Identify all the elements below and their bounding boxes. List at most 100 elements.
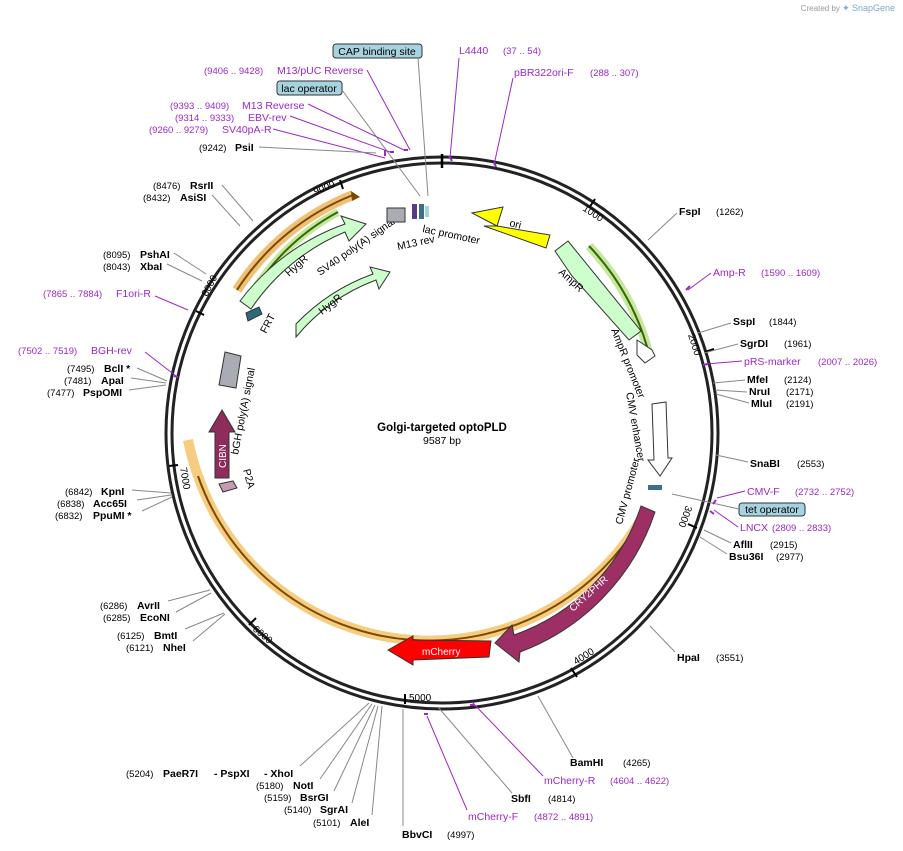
svg-text:(9406 .. 9428): (9406 .. 9428) [204, 66, 263, 77]
svg-text:(9314 .. 9333): (9314 .. 9333) [175, 113, 234, 124]
plasmid-size: 9587 bp [423, 435, 461, 447]
svg-text:(7502 .. 7519): (7502 .. 7519) [18, 346, 77, 357]
svg-text:(1262): (1262) [716, 207, 743, 218]
svg-text:HpaI: HpaI [677, 652, 700, 664]
cmv-enhancer-label: CMV enhancer [623, 391, 647, 463]
svg-text:EcoNI: EcoNI [140, 612, 170, 624]
svg-text:(2732 .. 2752): (2732 .. 2752) [795, 487, 854, 498]
primer-mcherry-f: mCherry-F (4872 .. 4891) [426, 715, 593, 823]
svg-text:(7495): (7495) [67, 364, 94, 375]
cmv-promoter-mark [648, 485, 662, 490]
svg-text:pRS-marker: pRS-marker [744, 356, 801, 368]
tick-5000: 5000 [404, 693, 432, 704]
primer-pbr322ori-f: pBR322ori-F (288 .. 307) [493, 67, 639, 166]
enzyme-bamhi: BamHI(4265) [537, 695, 650, 769]
svg-text:tet operator: tet operator [745, 504, 799, 516]
svg-text:AflII: AflII [733, 539, 753, 551]
svg-text:(5159): (5159) [264, 793, 291, 804]
svg-text:PsiI: PsiI [235, 142, 254, 154]
primer-marks [173, 149, 717, 715]
mcherry-arrow [387, 635, 492, 666]
svg-text:(2977): (2977) [776, 552, 803, 563]
svg-text:(9242): (9242) [199, 143, 226, 154]
svg-text:(6285): (6285) [103, 613, 130, 624]
lac-operator-box: lac operator [276, 80, 421, 197]
primer-bgh-rev: (7502 .. 7519) BGH-rev [18, 345, 177, 377]
enzyme-snabi: SnaBI(2553) [715, 454, 824, 470]
svg-text:(8432): (8432) [143, 193, 170, 204]
enzyme-acc65i: (6838) Acc65I [57, 494, 172, 510]
svg-text:(6838): (6838) [57, 499, 84, 510]
primer-cmv-f: CMV-F (2732 .. 2752) [716, 486, 854, 499]
svg-text:(2124): (2124) [784, 375, 811, 386]
enzyme-fspi: FspI(1262) [647, 206, 743, 241]
svg-text:PaeR7I: PaeR7I [163, 768, 198, 780]
credit-prefix: Created by [800, 4, 840, 13]
enzyme-asisi: (8432) AsiSI [143, 192, 241, 227]
enzyme-nrui: NruI(2171) [714, 386, 813, 398]
enzyme-apai: (7481)ApaI [64, 375, 167, 387]
svg-text:SgrAI: SgrAI [320, 804, 348, 816]
sv40-box [386, 207, 406, 223]
svg-text:(2915): (2915) [770, 540, 797, 551]
svg-text:SV40pA-R: SV40pA-R [222, 124, 272, 136]
svg-text:KpnI: KpnI [101, 486, 124, 498]
enzyme-bbvci: BbvCI(4997) [402, 709, 474, 841]
svg-text:AsiSI: AsiSI [180, 192, 206, 204]
svg-text:AleI: AleI [350, 817, 369, 829]
enzyme-bmti: (6125)BmtI [117, 612, 225, 642]
svg-text:- PspXI: - PspXI [214, 768, 250, 780]
enzyme-sgrai: (5140)SgrAI [284, 705, 379, 816]
svg-text:(4265): (4265) [623, 758, 650, 769]
svg-text:(6842): (6842) [65, 487, 92, 498]
enzyme-mfei: MfeI (2124) [712, 374, 811, 386]
svg-text:(8095): (8095) [103, 250, 130, 261]
svg-text:7000: 7000 [177, 467, 192, 491]
primer-prs-marker: pRS-marker (2007 .. 2026) [705, 356, 877, 368]
enzyme-rsrii: (8476)RsrII [153, 180, 254, 222]
enzyme-ppumi: (6832)PpuMI * [55, 496, 173, 522]
svg-text:(9393 .. 9409): (9393 .. 9409) [170, 101, 229, 112]
primer-amp-r: Amp-R (1590 .. 1609) [687, 267, 820, 291]
svg-text:L4440: L4440 [459, 45, 488, 57]
svg-text:mCherry-F: mCherry-F [468, 811, 518, 823]
svg-text:(6286): (6286) [100, 601, 127, 612]
enzyme-pspxi: - PspXI [214, 768, 250, 780]
svg-text:(8476): (8476) [153, 181, 180, 192]
svg-text:PpuMI *: PpuMI * [93, 510, 132, 522]
svg-text:MluI: MluI [751, 398, 772, 410]
svg-text:LNCX: LNCX [740, 522, 768, 534]
svg-text:BGH-rev: BGH-rev [91, 345, 133, 357]
bgh-polya-box [218, 351, 242, 389]
svg-text:(7481): (7481) [64, 376, 91, 387]
svg-text:Bsu36I: Bsu36I [729, 551, 764, 563]
svg-text:MfeI: MfeI [747, 374, 768, 386]
mcherry-label: mCherry [422, 647, 460, 658]
svg-text:Acc65I: Acc65I [93, 498, 127, 510]
svg-text:XbaI: XbaI [140, 261, 162, 273]
cap-binding-site-box: CAP binding site [332, 43, 429, 197]
svg-text:(6121): (6121) [126, 643, 153, 654]
enzyme-paer7i: (5204)PaeR7I [126, 702, 370, 780]
svg-text:(7865 .. 7884): (7865 .. 7884) [43, 289, 102, 300]
cmv-enhancer-arrow [647, 401, 673, 477]
svg-text:NotI: NotI [293, 780, 313, 792]
svg-text:(2171): (2171) [786, 387, 813, 398]
tet-operator-box: tet operator [671, 493, 806, 517]
svg-text:Amp-R: Amp-R [713, 267, 746, 279]
snapgene-credit: Created by ✦ SnapGene [801, 3, 895, 14]
enzyme-alei: (5101)AleI [313, 705, 383, 829]
svg-text:BmtI: BmtI [154, 630, 177, 642]
lac-promoter-mark [419, 204, 424, 219]
svg-text:5000: 5000 [409, 693, 432, 704]
primer-m13-reverse: (9393 .. 9409) M13 Reverse [170, 100, 405, 151]
svg-text:SspI: SspI [733, 316, 755, 328]
enzyme-nhei: (6121)NheI [126, 613, 226, 654]
enzyme-xhoi: - XhoI [264, 768, 293, 780]
svg-text:(4872 .. 4891): (4872 .. 4891) [534, 812, 593, 823]
svg-text:- XhoI: - XhoI [264, 768, 293, 780]
svg-text:BbvCI: BbvCI [402, 829, 432, 841]
enzyme-kpni: (6842) KpnI [65, 486, 172, 498]
enzyme-aflii: AflII (2915) [703, 529, 797, 551]
